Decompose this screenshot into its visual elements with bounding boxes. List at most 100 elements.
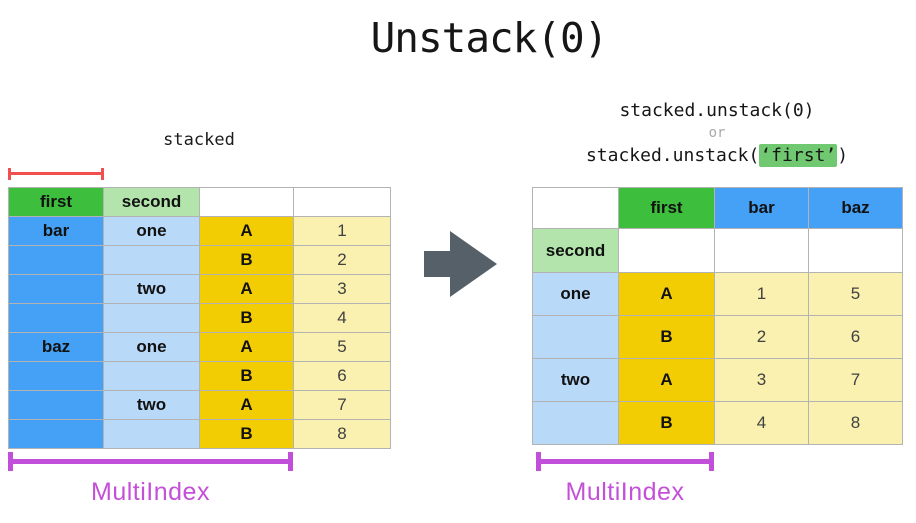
table-cell [8, 245, 104, 275]
table-cell: 1 [714, 272, 809, 316]
code-unstack-first: stacked.unstack(‘first’) [532, 143, 902, 169]
code-caption: stacked.unstack(0) or stacked.unstack(‘f… [532, 99, 902, 169]
multiindex-label-left: MultiIndex [91, 478, 210, 506]
multiindex-label-right: MultiIndex [565, 478, 685, 506]
table-cell: 4 [293, 303, 391, 333]
table-cell: A [618, 358, 715, 402]
table-cell: first [618, 187, 715, 229]
first-column-span-bracket [8, 168, 104, 180]
left-table-caption: stacked [163, 130, 235, 150]
table-cell [103, 361, 200, 391]
table-cell: 2 [293, 245, 391, 275]
table-cell: one [532, 272, 619, 316]
table-cell: 2 [714, 315, 809, 359]
table-cell [8, 303, 104, 333]
bracket-tick [288, 452, 293, 471]
table-cell: A [199, 274, 294, 304]
table-cell: bar [8, 216, 104, 246]
table-cell [293, 187, 391, 217]
table-cell: A [199, 390, 294, 420]
table-cell: B [618, 401, 715, 445]
bracket-tick [709, 452, 714, 471]
table-cell [808, 228, 903, 273]
table-cell: 5 [293, 332, 391, 362]
table-cell: 7 [808, 358, 903, 402]
table-cell [103, 245, 200, 275]
table-cell: two [532, 358, 619, 402]
table-cell: 6 [293, 361, 391, 391]
table-cell [618, 228, 715, 273]
code-suffix: ) [837, 145, 849, 166]
code-or: or [708, 125, 726, 141]
page-title: Unstack(0) [370, 14, 609, 62]
multiindex-bracket-right [536, 452, 714, 471]
table-cell: B [618, 315, 715, 359]
arrow-head [450, 231, 497, 297]
table-cell: A [199, 332, 294, 362]
multiindex-bracket-left [8, 452, 293, 471]
table-cell: A [618, 272, 715, 316]
arrow-right-icon [424, 231, 497, 297]
bracket-line [8, 172, 104, 175]
table-cell [103, 419, 200, 449]
table-cell [8, 390, 104, 420]
code-highlight-first: ‘first’ [759, 144, 838, 167]
table-cell: one [103, 216, 200, 246]
table-cell: 8 [293, 419, 391, 449]
table-cell: 4 [714, 401, 809, 445]
table-cell [8, 274, 104, 304]
table-cell [532, 187, 619, 229]
table-cell: two [103, 274, 200, 304]
code-prefix: stacked.unstack( [585, 145, 760, 166]
code-unstack-zero: stacked.unstack(0) [619, 100, 815, 121]
bracket-line [536, 458, 714, 464]
table-cell: 6 [808, 315, 903, 359]
table-cell: 1 [293, 216, 391, 246]
table-cell: 3 [293, 274, 391, 304]
table-cell [532, 315, 619, 359]
table-cell: one [103, 332, 200, 362]
table-cell: A [199, 216, 294, 246]
table-cell: B [199, 245, 294, 275]
table-cell [103, 303, 200, 333]
table-cell: baz [808, 187, 903, 229]
table-cell: B [199, 419, 294, 449]
table-cell: two [103, 390, 200, 420]
table-cell: B [199, 303, 294, 333]
table-cell: 5 [808, 272, 903, 316]
table-cell: second [532, 228, 619, 273]
table-cell: 3 [714, 358, 809, 402]
table-cell: B [199, 361, 294, 391]
table-cell: second [103, 187, 200, 217]
table-cell: 8 [808, 401, 903, 445]
table-cell [532, 401, 619, 445]
arrow-body [424, 251, 451, 277]
table-cell [8, 419, 104, 449]
table-cell: 7 [293, 390, 391, 420]
bracket-line [8, 458, 293, 464]
table-cell [714, 228, 809, 273]
table-cell: bar [714, 187, 809, 229]
second-index-row: second [532, 228, 903, 273]
table-cell [199, 187, 294, 217]
table-cell: first [8, 187, 104, 217]
table-cell: baz [8, 332, 104, 362]
table-cell [8, 361, 104, 391]
